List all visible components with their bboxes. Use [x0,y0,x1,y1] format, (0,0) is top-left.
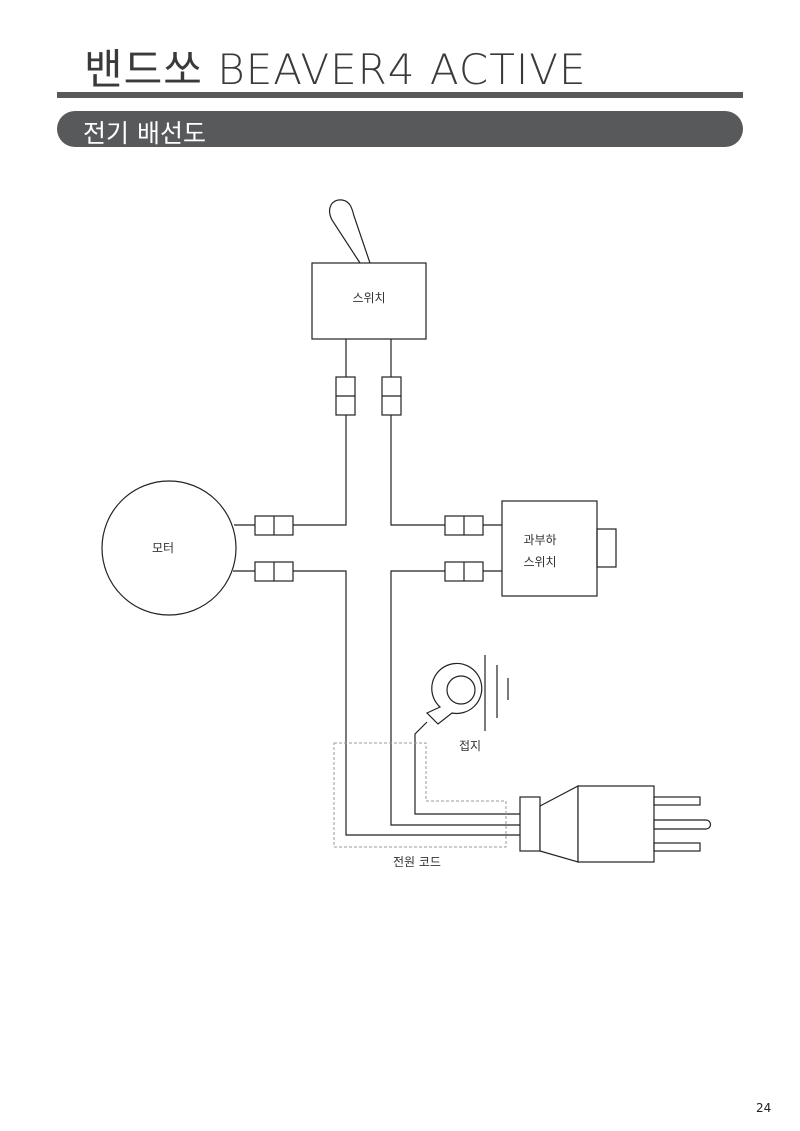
ground-label: 접지 [459,739,481,753]
switch-label: 스위치 [352,291,385,305]
motor-label: 모터 [152,541,174,555]
overload-box [501,500,598,597]
title-rule [57,92,743,98]
ground-ring [425,662,483,725]
switch-box [311,262,427,340]
plug-ground-prong [653,819,712,830]
plug-body [577,785,655,863]
overload-switch: 과부하 스위치 [501,500,617,597]
connectors [254,376,484,582]
ground-terminal: 접지 [425,655,509,753]
wire-switch-motor [234,339,347,526]
switch-lever [329,199,371,264]
motor: 모터 [101,480,237,616]
overload-label-1: 과부하 [523,533,556,547]
motor-circle [101,480,237,616]
wire-ground [414,721,520,815]
overload-label-2: 스위치 [523,555,556,569]
toggle-switch: 스위치 [311,199,427,340]
wire-switch-overload [390,339,502,526]
section-header: 전기 배선도 [57,111,743,148]
plug [519,785,712,863]
section-title: 전기 배선도 [83,119,206,148]
overload-reset-button [596,528,617,568]
plug-prong [653,842,701,852]
page-number: 24 [756,1101,772,1115]
wires [233,339,520,836]
power-cord-label: 전원 코드 [393,855,441,869]
wire-overload-cord [390,570,520,826]
plug-prong [653,796,701,806]
page-title: 밴드쏘 BEAVER4 ACTIVE [84,45,587,94]
power-cord-outline [333,742,507,848]
